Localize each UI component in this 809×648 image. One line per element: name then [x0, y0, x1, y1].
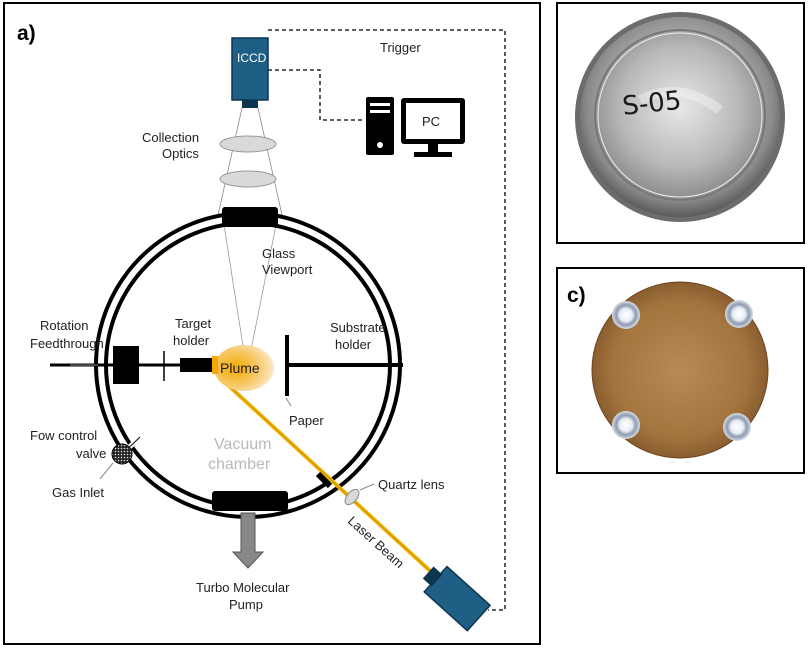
optics-ray-left	[217, 107, 243, 216]
mounting-hole-tl	[612, 301, 640, 329]
plume-base	[212, 356, 218, 374]
laser-source-icon	[422, 565, 492, 632]
quartz-lens-pointer	[359, 483, 375, 491]
quartz-lens-label: Quartz lens	[378, 477, 445, 492]
paper-label: Paper	[289, 413, 324, 428]
optics-ray-right	[257, 107, 283, 216]
panel-c-label: c)	[567, 284, 586, 307]
plume-label: Plume	[220, 360, 260, 376]
rotation-feedthrough	[113, 346, 139, 384]
glass-viewport-label-1: Glass	[262, 246, 296, 261]
target-holder	[180, 358, 212, 372]
panel-c-frame	[556, 267, 805, 474]
panel-a-frame	[3, 2, 541, 645]
mounting-hole-tr	[725, 300, 753, 328]
collection-optics-label-2: Optics	[162, 146, 199, 161]
disk-handwritten-label: S-05	[621, 86, 683, 122]
rotation-feedthrough-label-1: Rotation	[40, 318, 88, 333]
collection-optics-label-1: Collection	[142, 130, 199, 145]
glass-viewport-label-2: Viewport	[262, 262, 313, 277]
mounting-hole-br	[723, 413, 751, 441]
flow-valve-label-1: Fow control	[30, 428, 97, 443]
turbo-pump-label-2: Pump	[229, 597, 263, 612]
gas-inlet-label: Gas Inlet	[52, 485, 104, 500]
paper-sample-photo	[591, 281, 769, 459]
target-holder-label-1: Target	[175, 316, 212, 331]
substrate-holder-label-2: holder	[335, 337, 372, 352]
pump-flange	[212, 491, 288, 511]
vacuum-chamber-label-1: Vacuum	[214, 436, 272, 453]
rotation-feedthrough-label-2: Feedthrough	[30, 336, 104, 351]
vacuum-chamber-label-2: chamber	[208, 456, 271, 473]
flow-valve-icon	[111, 443, 133, 465]
pc-icon	[366, 97, 465, 157]
mounting-hole-bl	[612, 411, 640, 439]
pc-label: PC	[422, 114, 440, 129]
laser-port	[315, 471, 333, 489]
quartz-lens	[344, 488, 360, 506]
plume-ray-left	[223, 224, 247, 366]
sample-disk-photo	[560, 6, 801, 240]
plume	[214, 345, 274, 391]
plume-ray-right	[247, 224, 277, 366]
panel-b-frame	[556, 2, 805, 244]
target-holder-label-2: holder	[173, 333, 210, 348]
pump-arrow-icon	[231, 512, 265, 569]
collection-lens-1	[219, 135, 277, 153]
iccd-camera-icon	[231, 37, 269, 108]
trigger-label: Trigger	[380, 40, 421, 55]
iccd-pc-line	[268, 69, 362, 121]
laser-beam-core	[217, 375, 441, 581]
glass-viewport-flange	[222, 207, 278, 227]
collection-lens-2	[219, 170, 277, 188]
panel-a-label: a)	[17, 22, 36, 45]
turbo-pump-label-1: Turbo Molecular	[196, 580, 290, 595]
paper-pointer	[285, 397, 292, 407]
iccd-label: ICCD	[237, 51, 267, 65]
trigger-line	[268, 29, 506, 611]
gas-inlet-pointer	[99, 462, 114, 480]
flow-valve-label-2: valve	[76, 446, 106, 461]
substrate-holder-label-1: Substrate	[330, 320, 386, 335]
